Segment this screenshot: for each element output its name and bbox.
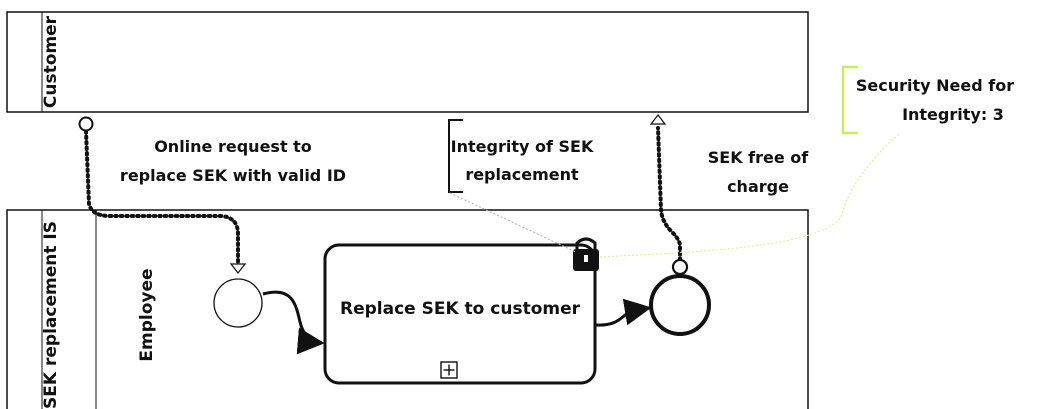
padlock-shackle — [575, 237, 597, 250]
request-message-flow-line — [84, 129, 240, 264]
customer-pool[interactable]: Customer — [6, 11, 809, 113]
integrity-annotation-bracket — [448, 119, 463, 193]
customer-pool-border — [6, 11, 809, 113]
request-message-label-2: replace SEK with valid ID — [120, 166, 346, 185]
padlock-keyhole — [584, 255, 588, 262]
integrity-association-line — [449, 192, 577, 253]
integrity-annotation-text: Integrity of SEK — [451, 137, 594, 156]
task-box — [323, 243, 597, 385]
security-need-text: Security Need for — [856, 76, 1014, 95]
response-message-label: SEK free of — [708, 148, 810, 167]
request-message-label: Online request to — [154, 137, 312, 156]
integrity-annotation-text-2: replacement — [465, 165, 579, 184]
request-message-flow-arrowhead — [229, 263, 247, 274]
sequence-flow-start-to-task[interactable] — [262, 290, 325, 355]
customer-pool-label: Customer — [41, 15, 61, 108]
sek-pool-label: SEK replacement IS — [41, 221, 61, 409]
integrity-annotation[interactable]: Integrity of SEK replacement — [448, 119, 594, 193]
response-message-flow[interactable] — [649, 114, 689, 276]
response-message-flow-line — [656, 126, 682, 262]
response-message-flow-arrowhead — [649, 114, 667, 125]
padlock-icon[interactable] — [573, 237, 599, 271]
response-message-flow-source-circle — [671, 258, 689, 276]
start-event[interactable] — [213, 278, 263, 328]
subprocess-plus-icon[interactable] — [440, 361, 458, 379]
response-message-label-2: charge — [727, 177, 789, 196]
end-event[interactable] — [649, 274, 711, 336]
employee-lane-label: Employee — [137, 268, 157, 361]
security-need-bracket — [841, 65, 858, 135]
request-message-flow-source-circle — [78, 116, 94, 132]
security-need-annotation[interactable]: Security Need for Integrity: 3 — [841, 65, 1014, 135]
sequence-flow-task-to-end[interactable] — [595, 298, 652, 327]
security-need-text-2: Integrity: 3 — [902, 105, 1004, 124]
task-label: Replace SEK to customer — [340, 299, 581, 319]
request-message-flow[interactable] — [78, 116, 247, 274]
security-need-association-line — [599, 132, 901, 258]
replace-sek-task[interactable]: Replace SEK to customer — [323, 243, 597, 385]
